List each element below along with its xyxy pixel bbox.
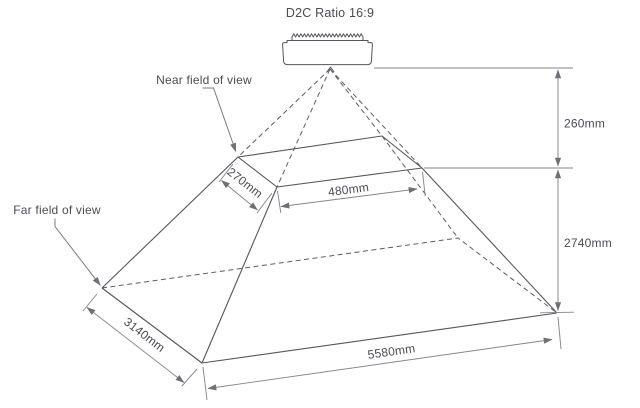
dim-2740-label: 2740mm [564, 236, 612, 250]
dim-3140-line [86, 307, 185, 383]
dim-3140-label: 3140mm [121, 315, 168, 355]
frustum-front-edge [201, 186, 278, 364]
apex-ray-near-front-right [329, 68, 423, 169]
dim-480-line [280, 186, 418, 209]
camera-heatsink [291, 33, 364, 41]
apex-ray-near-front-left [276, 68, 331, 188]
near-fov-label: Near field of view [156, 73, 252, 87]
near-fov-leader [202, 87, 237, 153]
fov-hidden-edges [101, 68, 558, 314]
far-fov-front-edges [101, 287, 558, 364]
diagram-title: D2C Ratio 16:9 [286, 6, 374, 20]
dim-270-label: 270mm [224, 165, 265, 201]
dim-270-ext-front [256, 192, 273, 214]
frustum-left-edge [101, 156, 239, 289]
far-fov-leader [54, 218, 101, 286]
dim-480-label: 480mm [327, 180, 369, 199]
dim-5580-ext-right [557, 316, 562, 350]
apex-ray-near-back-left [237, 68, 331, 158]
leader-lines [54, 87, 237, 286]
dimension-lines [82, 67, 575, 401]
dim-5580-label: 5580mm [367, 341, 416, 362]
ref-line-far-level [539, 311, 575, 314]
frustum-right-edge [421, 167, 558, 314]
diagram-labels: D2C Ratio 16:9 Near field of view Far fi… [13, 6, 612, 362]
apex-ray-hidden-back-edge [329, 68, 459, 239]
dim-270-ext-back [218, 163, 234, 183]
far-rect-hidden-edges [101, 237, 558, 314]
dim-260-label: 260mm [564, 117, 605, 131]
far-fov-label: Far field of view [13, 203, 101, 217]
dim-5580-ext-left [202, 366, 208, 401]
dim-5580-line [207, 337, 553, 391]
dim-3140-ext-back [82, 293, 98, 312]
dim-480-ext-right [422, 171, 426, 197]
fov-solid-edges [101, 135, 558, 364]
dim-3140-ext-front [181, 368, 198, 387]
near-fov-rect [237, 135, 423, 188]
camera-body [282, 40, 373, 66]
camera-icon [282, 33, 373, 73]
dim-270-line [221, 180, 258, 211]
dim-480-ext-left [277, 190, 282, 214]
